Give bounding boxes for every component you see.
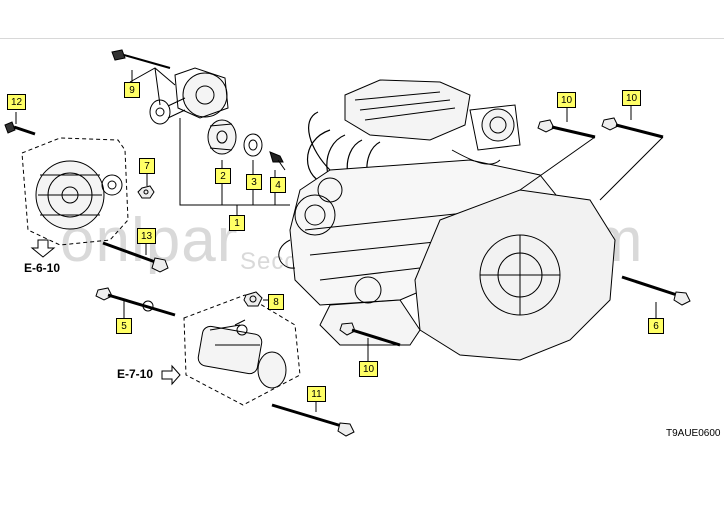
reference-e-7-10[interactable]: E-7-10 [117,367,154,381]
callout-10-upper-right[interactable]: 10 [622,90,641,106]
callout-2[interactable]: 2 [215,168,231,184]
engine-assembly [278,79,616,361]
callout-6[interactable]: 6 [648,318,664,334]
bolt-11 [271,403,355,437]
bolt-13 [102,241,169,273]
callout-10-lower[interactable]: 10 [359,361,378,377]
nut-7 [137,185,155,199]
washer [243,133,263,157]
nut-8 [243,291,263,307]
top-border-line [0,38,724,39]
callout-8[interactable]: 8 [268,294,284,310]
bolt-6 [621,275,691,306]
callout-12[interactable]: 12 [7,94,26,110]
tensioner-bolt [111,49,171,69]
idler-pulley [207,119,237,155]
small-bolt [269,151,286,171]
bolt-10-lower [339,322,401,347]
alternator [21,137,129,246]
bolt-5 [95,287,176,317]
callout-11[interactable]: 11 [307,386,326,402]
arrow-right-icon [161,364,181,386]
starter-motor [183,294,301,406]
drawing-code: T9AUE0600 [666,428,721,439]
reference-e-6-10[interactable]: E-6-10 [24,261,61,275]
callout-9[interactable]: 9 [124,82,140,98]
callout-7[interactable]: 7 [139,158,155,174]
bolt-12 [4,121,36,136]
callout-1[interactable]: 1 [229,215,245,231]
arrow-down-icon [30,239,56,258]
bolt-10-upper-left [537,119,596,139]
bolt-10-upper-right [601,117,664,139]
callout-13[interactable]: 13 [137,228,156,244]
callout-10-upper-left[interactable]: 10 [557,92,576,108]
callout-4[interactable]: 4 [270,177,286,193]
callout-5[interactable]: 5 [116,318,132,334]
belt-tensioner [149,67,229,125]
callout-3[interactable]: 3 [246,174,262,190]
